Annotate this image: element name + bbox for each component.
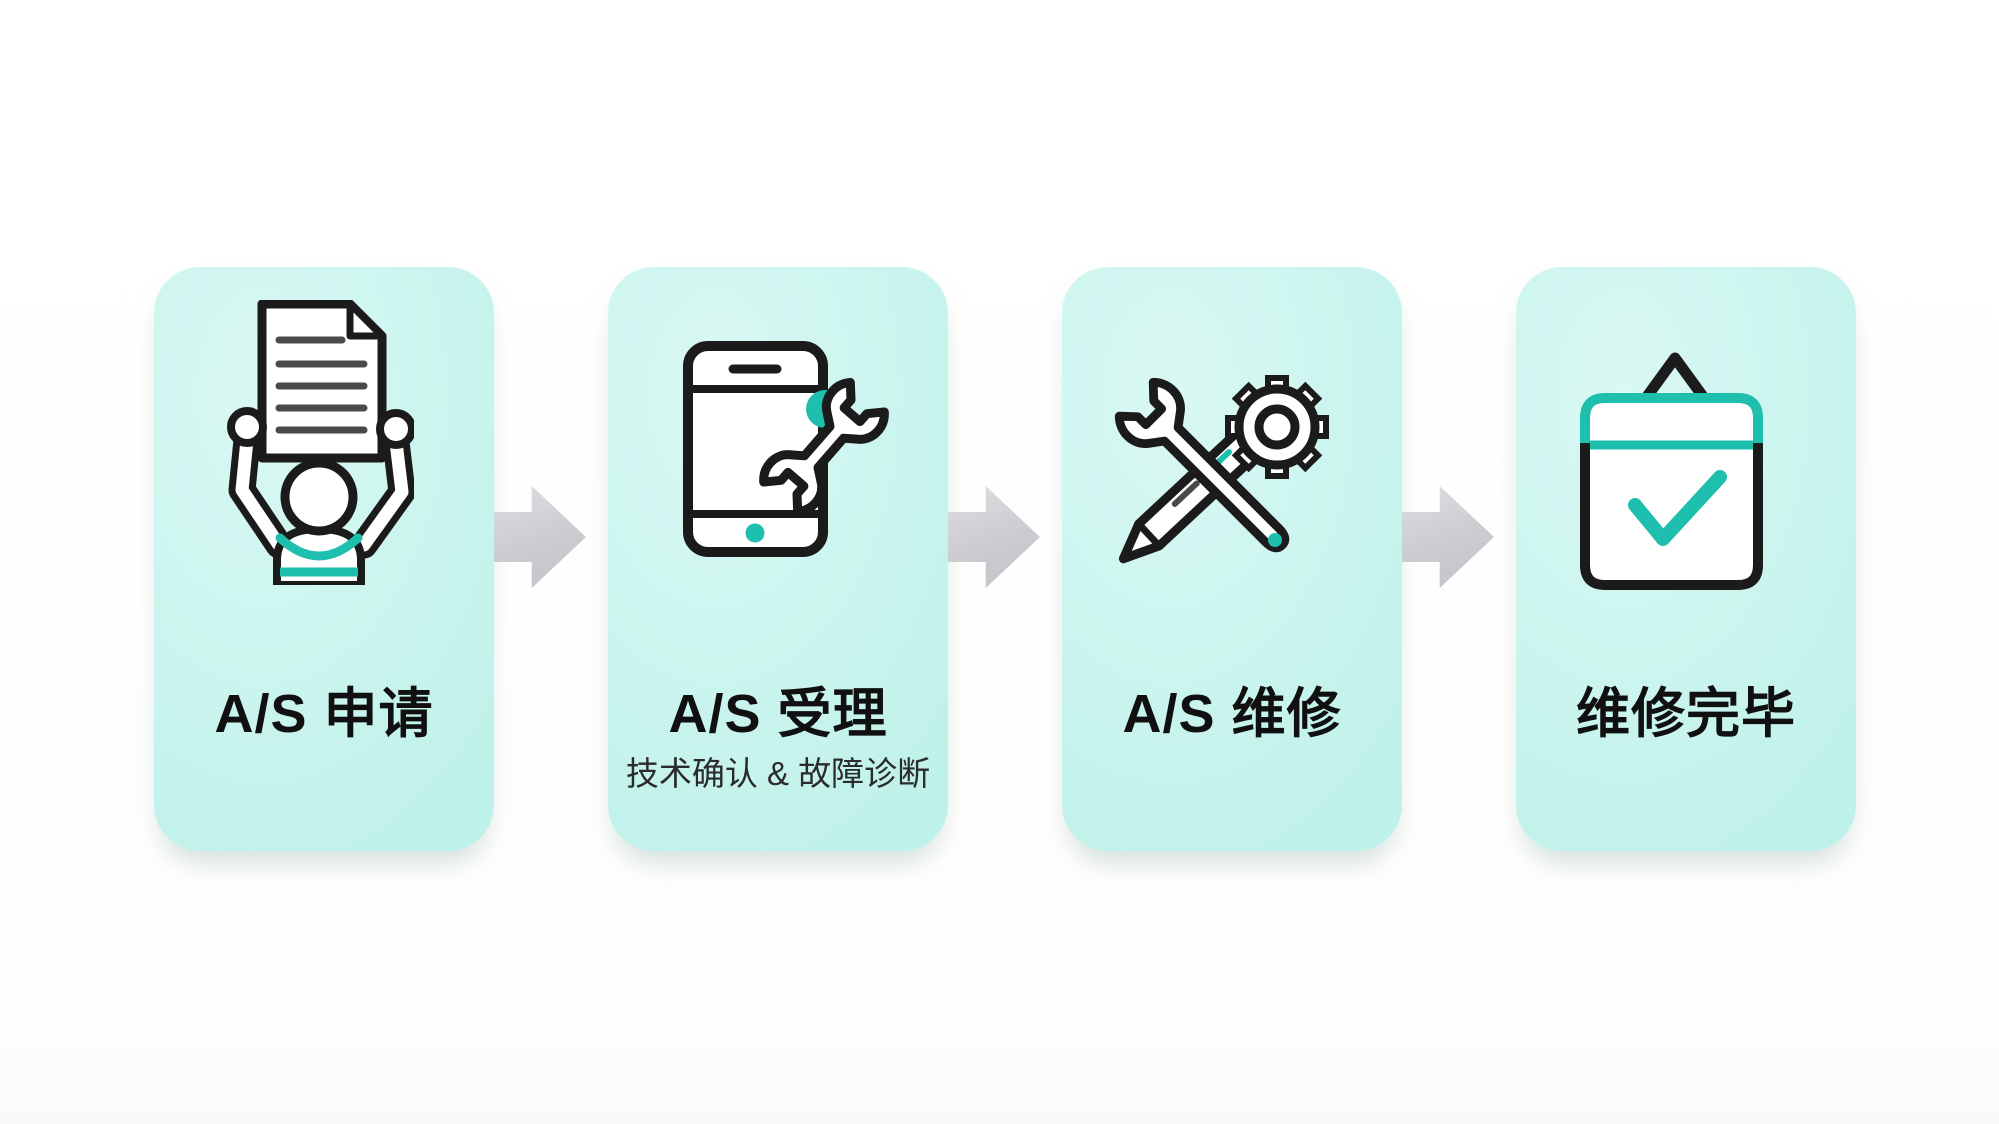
flow-arrow-right-icon: [1402, 486, 1494, 588]
step-title: A/S 受理: [668, 684, 888, 744]
flow-arrow-right-icon: [948, 486, 1040, 588]
step-card-repair-complete: 维修完毕: [1516, 267, 1856, 851]
step-card-as-acceptance: A/S 受理 技术确认 & 故障诊断: [608, 267, 948, 851]
step-subtitle: 技术确认 & 故障诊断: [625, 755, 931, 792]
person-holding-document-icon: [224, 300, 414, 585]
flow-arrow-right-icon: [494, 486, 586, 588]
step-title: 维修完毕: [1576, 684, 1796, 744]
step-title: A/S 申请: [214, 684, 434, 744]
step-card-as-repair: A/S 维修: [1062, 267, 1402, 851]
box-checkmark-icon: [1580, 350, 1780, 595]
phone-with-wrench-icon: [675, 339, 895, 569]
step-card-as-application: A/S 申请: [154, 267, 494, 851]
wrench-pen-gear-icon: [1105, 351, 1345, 571]
step-title: A/S 维修: [1122, 684, 1342, 744]
